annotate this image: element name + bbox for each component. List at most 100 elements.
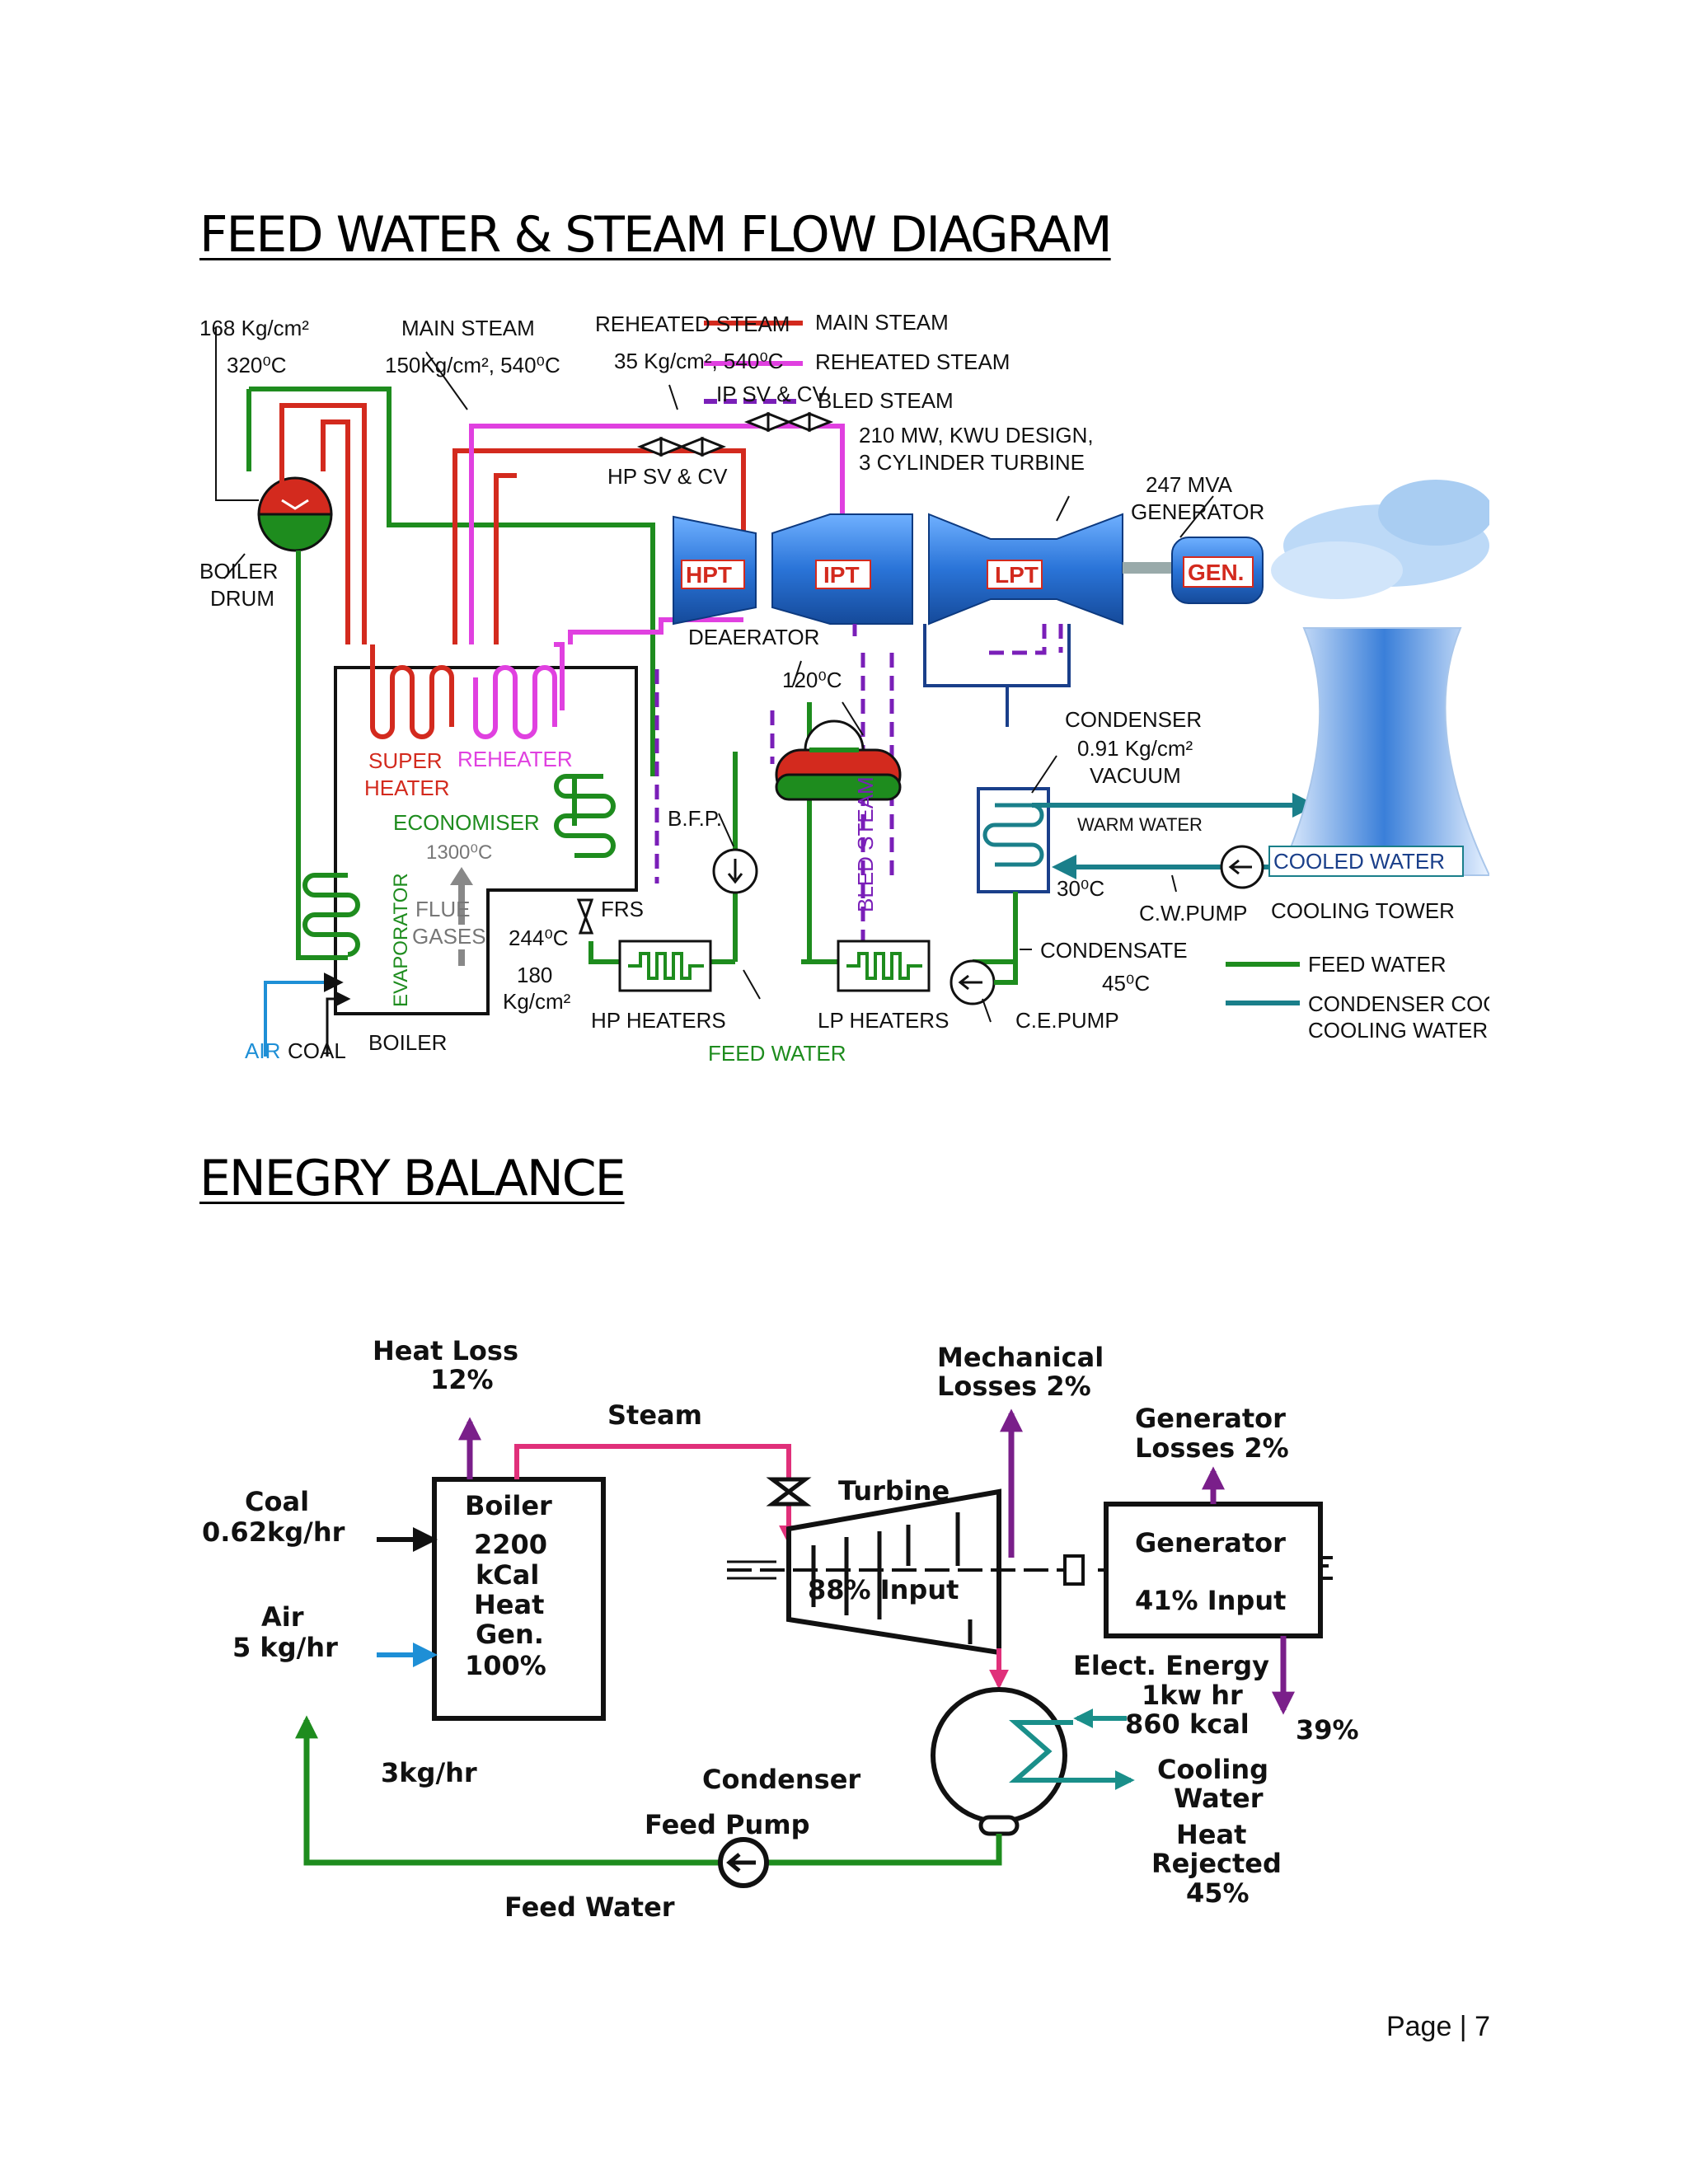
- super-heater-label-1: SUPER: [368, 748, 443, 773]
- boiler-feed-pump: [712, 848, 758, 894]
- cw-pump: [1220, 845, 1264, 889]
- evaporator-coil: [302, 873, 360, 957]
- turbine-shape: [786, 1488, 1001, 1656]
- hpt-label: HPT: [686, 562, 732, 588]
- boiler-gen: Gen.: [476, 1619, 544, 1650]
- legend-bled-steam: BLED STEAM: [818, 388, 954, 413]
- generator-box: [1104, 1502, 1323, 1638]
- boiler-box: [432, 1477, 606, 1721]
- flue-label-1: FLUE: [415, 897, 470, 921]
- boiler-2200: 2200: [474, 1529, 547, 1560]
- reheater-coil: [473, 665, 557, 739]
- gen-label: GEN.: [1188, 560, 1244, 585]
- air-label: AIR: [245, 1038, 280, 1063]
- drum-temp-label: 320⁰C: [227, 353, 287, 377]
- deaerator-label: DEAERATOR: [688, 625, 819, 649]
- feed-water-line: [303, 1720, 1002, 1866]
- boiler-furnace-outline: [334, 666, 638, 1015]
- flue-temp-label: 1300⁰C: [426, 841, 492, 864]
- hp-heaters-label: HP HEATERS: [591, 1008, 726, 1033]
- boiler-drum: [257, 476, 333, 552]
- economiser-coil: [554, 774, 616, 858]
- bled-steam-vertical-label: BLED STEAM: [853, 776, 878, 912]
- cooling-tower-label: COOLING TOWER: [1271, 898, 1455, 923]
- generator-input-label: 41% Input: [1135, 1585, 1286, 1616]
- mechanical-label-2: Losses 2%: [937, 1371, 1091, 1402]
- boiler-title: Boiler: [465, 1490, 552, 1521]
- lp-heaters-label: LP HEATERS: [818, 1008, 949, 1033]
- boiler-pct: 100%: [465, 1650, 546, 1681]
- frs-label: FRS: [601, 897, 644, 921]
- turbine-spec-line-2: 3 CYLINDER TURBINE: [859, 450, 1085, 475]
- elect-energy-label: Elect. Energy: [1073, 1650, 1269, 1681]
- turbine-blades: [811, 1512, 973, 1644]
- coupling: [1063, 1554, 1085, 1586]
- feed-rate-label: 3kg/hr: [381, 1757, 477, 1788]
- generator-losses-label-2: Losses 2%: [1135, 1432, 1289, 1464]
- coal-rate-label: 0.62kg/hr: [202, 1516, 345, 1548]
- legend: [704, 321, 1300, 1005]
- heat-rejected-label-2: Rejected: [1151, 1848, 1282, 1879]
- generator-losses-label-1: Generator: [1135, 1403, 1286, 1434]
- condenser-label: Condenser: [702, 1764, 860, 1795]
- hp-valve: [636, 436, 727, 457]
- drum-pressure-label: 168 Kg/cm²: [199, 316, 309, 340]
- steam-line: [514, 1444, 791, 1500]
- feed-water-steam-flow-diagram: 168 Kg/cm² 320⁰C MAIN STEAM 150Kg/cm², 5…: [199, 298, 1489, 1102]
- main-steam-pipes: [279, 403, 746, 644]
- condenser-pressure: 0.91 Kg/cm²: [1077, 736, 1193, 761]
- ipt-label: IPT: [823, 562, 860, 588]
- frs-valve: [576, 898, 594, 935]
- boiler-kcal: kCal: [476, 1559, 539, 1591]
- cooling-water-legend-line-2: COOLING WATER: [1308, 1018, 1488, 1043]
- deaerator-temp: 120⁰C: [782, 668, 842, 692]
- warm-water-label: WARM WATER: [1077, 814, 1203, 835]
- generator-mva: 247 MVA: [1146, 472, 1233, 497]
- economiser-label: ECONOMISER: [393, 810, 540, 835]
- cw-temp: 30⁰C: [1057, 876, 1104, 901]
- fw-pressure-1: 180: [517, 963, 552, 987]
- condenser-label: CONDENSER: [1065, 707, 1202, 732]
- deaerator: [775, 719, 902, 801]
- elect-pct-label: 39%: [1296, 1714, 1359, 1746]
- flue-label-2: GASES: [412, 924, 486, 949]
- fw-pressure-2: Kg/cm²: [503, 989, 571, 1014]
- coal-label: COAL: [288, 1038, 346, 1063]
- turbine-valve-icon: [766, 1477, 812, 1507]
- lp-turbine: [928, 513, 1123, 626]
- lp-heaters: [837, 940, 931, 992]
- kcal-label: 860 kcal: [1125, 1708, 1250, 1740]
- air-rate-label: 5 kg/hr: [232, 1632, 338, 1663]
- reheater-label: REHEATER: [457, 747, 573, 771]
- heat-rejected-label-3: 45%: [1186, 1877, 1250, 1909]
- ip-valve: [743, 411, 834, 433]
- main-steam-title: MAIN STEAM: [401, 316, 535, 340]
- kwhr-label: 1kw hr: [1142, 1680, 1243, 1711]
- turbine-shaft: [1123, 562, 1172, 574]
- evaporator-label: EVAPORATOR: [390, 873, 412, 1007]
- superheater-coil: [370, 644, 454, 739]
- steam-label: Steam: [607, 1399, 702, 1431]
- ce-pump: [950, 959, 996, 1005]
- condenser-symbol: [931, 1687, 1135, 1836]
- ip-turbine: [771, 513, 913, 625]
- energy-balance-diagram: Heat Loss 12% Steam Mechanical Losses 2%…: [199, 1319, 1469, 1945]
- lpt-label: LPT: [995, 562, 1039, 588]
- boiler-drum-label-2: DRUM: [210, 586, 274, 611]
- cooled-water-label: COOLED WATER: [1273, 849, 1445, 874]
- boiler-heat: Heat: [474, 1589, 544, 1620]
- heat-loss-label-2: 12%: [430, 1364, 494, 1395]
- condensate-temp: 45⁰C: [1102, 971, 1150, 996]
- hp-valve-label: HP SV & CV: [607, 464, 728, 489]
- ip-valve-label: IP SV & CV: [716, 382, 828, 406]
- mechanical-label-1: Mechanical: [937, 1342, 1104, 1373]
- fw-temp: 244⁰C: [509, 926, 569, 950]
- generator: [1171, 537, 1264, 604]
- legend-reheated-steam: REHEATED STEAM: [815, 349, 1010, 374]
- cw-pump-label: C.W.PUMP: [1139, 901, 1247, 926]
- heat-rejected-label-1: Heat: [1176, 1819, 1246, 1850]
- feed-water-label: FEED WATER: [708, 1041, 846, 1066]
- turbine-label: Turbine: [838, 1475, 950, 1507]
- bled-steam-pipes: [654, 624, 1063, 949]
- energy-balance-heading: ENEGRY BALANCE: [199, 1150, 626, 1207]
